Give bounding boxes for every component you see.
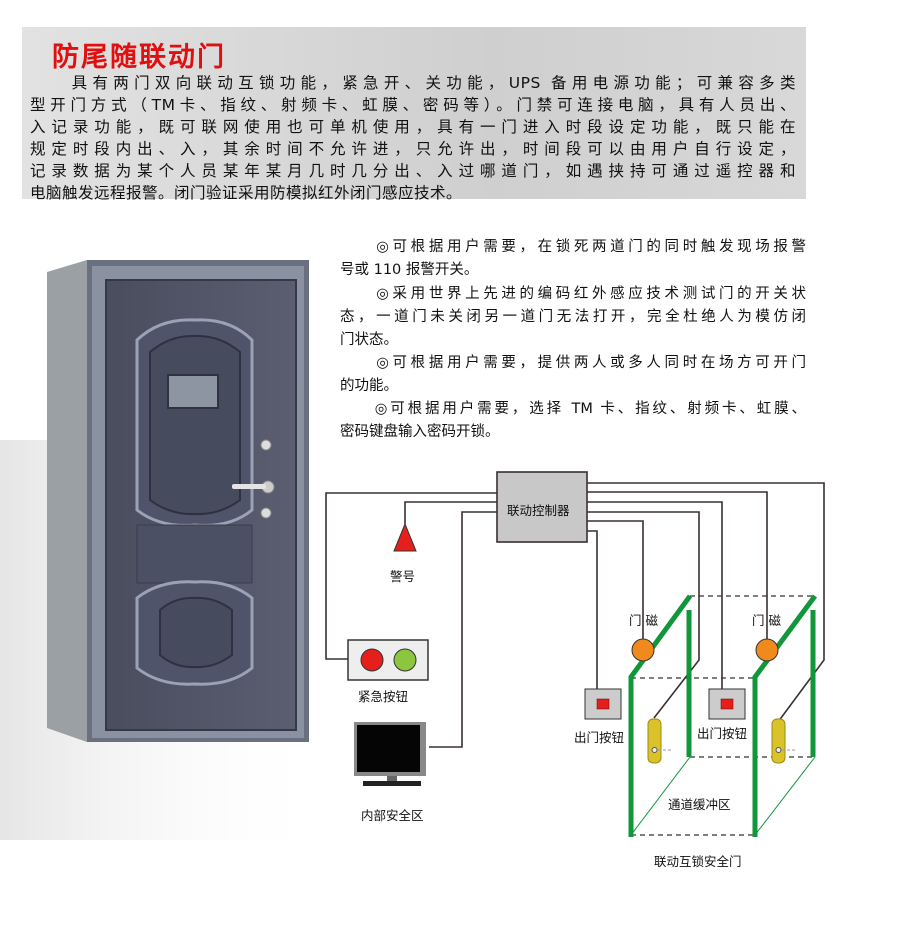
buffer-zone-label: 通道缓冲区: [668, 797, 731, 812]
exit-button-label: 出门按钮: [574, 730, 625, 745]
feature-line: 门状态。: [340, 332, 398, 348]
intro-line: 记录数据为某个人员某年某月几时几分出、入过哪道门，如遇挟持可通过遥控器和: [30, 162, 796, 180]
intro-line: 电脑触发远程报警。闭门验证采用防模拟红外闭门感应技术。: [30, 184, 463, 202]
controller-label: 联动控制器: [507, 503, 570, 518]
feature-line: 态，一道门未关闭另一道门无法打开，完全杜绝人为模仿闭: [340, 309, 806, 325]
door-magnet-label: 门 磁: [752, 613, 781, 628]
computer-monitor-icon: [354, 722, 426, 786]
feature-line: 的功能。: [340, 378, 398, 394]
internal-zone-label: 内部安全区: [361, 808, 424, 823]
interlock-doors: [584, 594, 818, 837]
exit-button-box: [708, 688, 746, 720]
emergency-button-label: 紧急按钮: [358, 689, 409, 704]
feature-line: 密码键盘输入密码开锁。: [340, 424, 500, 440]
exit-button-label: 出门按钮: [697, 726, 748, 741]
wiring: [325, 482, 825, 748]
door-magnet-label: 门 磁: [629, 613, 658, 628]
lock-icon: [771, 718, 796, 764]
intro-line: 入记录功能，既可联网使用也可单机使用，具有一门进入时段设定功能，既只能在: [30, 118, 796, 136]
intro-line: 规定时段内出、入，其余时间不允许进，只允许出，时间段可以由用户自行设定，: [30, 140, 796, 158]
feature-line: ◎可根据用户需要，提供两人或多人同时在场方可开门: [340, 355, 806, 371]
intro-line: 具有两门双向联动互锁功能，紧急开、关功能，UPS 备用电源功能；可兼容多类: [30, 74, 796, 92]
red-button-icon: [360, 648, 384, 672]
feature-line: ◎可根据用户需要，在锁死两道门的同时触发现场报警: [340, 239, 806, 255]
alarm-label: 警号: [390, 569, 416, 584]
door-magnet-icon: [755, 638, 779, 662]
feature-line: ◎采用世界上先进的编码红外感应技术测试门的开关状: [340, 286, 806, 302]
intro-line: 型开门方式（TM卡、指纹、射频卡、虹膜、密码等）。门禁可连接电脑，具有人员出、: [30, 96, 796, 114]
door-magnet-icon: [631, 638, 655, 662]
page-title: 防尾随联动门: [52, 42, 226, 73]
interlock-door-label: 联动互锁安全门: [654, 854, 742, 869]
green-button-icon: [393, 648, 417, 672]
feature-line: 号或 110 报警开关。: [340, 262, 479, 278]
feature-line: ◎可根据用户需要，选择 TM 卡、指纹、射频卡、虹膜、: [340, 401, 806, 417]
intro-panel: 防尾随联动门 具有两门双向联动互锁功能，紧急开、关功能，UPS 备用电源功能；可…: [22, 27, 806, 202]
security-door-image: [47, 260, 309, 742]
controller-box: [496, 471, 588, 543]
lock-icon: [647, 718, 672, 764]
alarm-siren-icon: [393, 522, 417, 552]
